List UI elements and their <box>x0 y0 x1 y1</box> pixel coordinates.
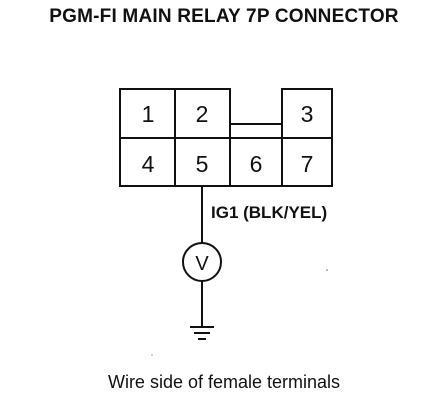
ground-icon <box>190 326 214 340</box>
terminal-5: 5 <box>196 151 209 177</box>
scan-speck <box>151 354 153 356</box>
connector-body <box>119 88 333 187</box>
terminal-4: 4 <box>142 151 155 177</box>
connector-outline <box>119 88 333 187</box>
terminal-3: 3 <box>301 101 314 127</box>
meter-symbol: V <box>195 253 209 275</box>
terminal-labels: 1 2 3 4 5 6 7 <box>142 101 314 177</box>
wire-label: IG1 (BLK/YEL) <box>211 203 327 222</box>
voltmeter-icon: V <box>182 242 222 282</box>
scan-speck <box>326 269 328 271</box>
terminal-2: 2 <box>196 101 209 127</box>
terminal-1: 1 <box>142 101 155 127</box>
terminal-7: 7 <box>301 151 314 177</box>
terminal-6: 6 <box>250 151 263 177</box>
diagram-caption: Wire side of female terminals <box>107 372 341 392</box>
diagram-title: PGM-FI MAIN RELAY 7P CONNECTOR <box>49 6 399 27</box>
